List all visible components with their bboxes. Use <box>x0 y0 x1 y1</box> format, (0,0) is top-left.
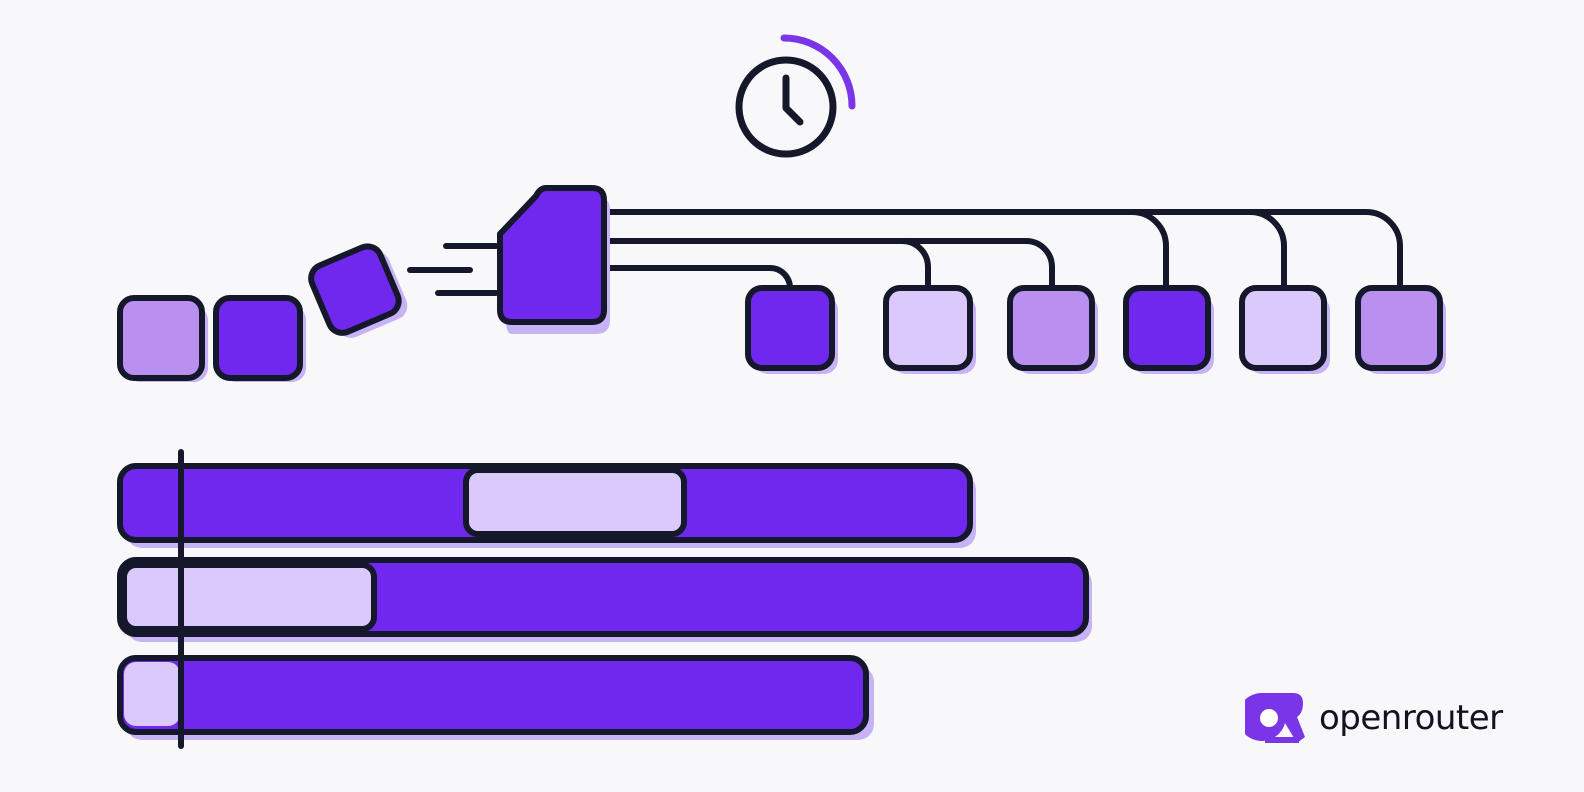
connector-lines <box>604 209 1403 289</box>
output-block <box>1007 285 1098 374</box>
openrouter-logo-icon <box>1245 693 1305 743</box>
brand-name: openrouter <box>1319 698 1503 738</box>
request-block <box>308 243 408 338</box>
brand-logo: openrouter <box>1245 693 1503 743</box>
timeline-bar <box>117 557 1092 642</box>
output-block <box>1123 285 1214 374</box>
request-block <box>213 295 306 382</box>
output-block <box>883 285 976 374</box>
output-block <box>1355 285 1446 374</box>
clock-icon <box>735 34 856 158</box>
speed-lines <box>407 243 499 296</box>
router-node <box>497 185 610 334</box>
output-block <box>745 285 838 374</box>
request-block <box>117 295 208 382</box>
timeline-bar <box>117 655 874 740</box>
timeline-bar <box>117 463 976 548</box>
output-block <box>1239 285 1330 374</box>
